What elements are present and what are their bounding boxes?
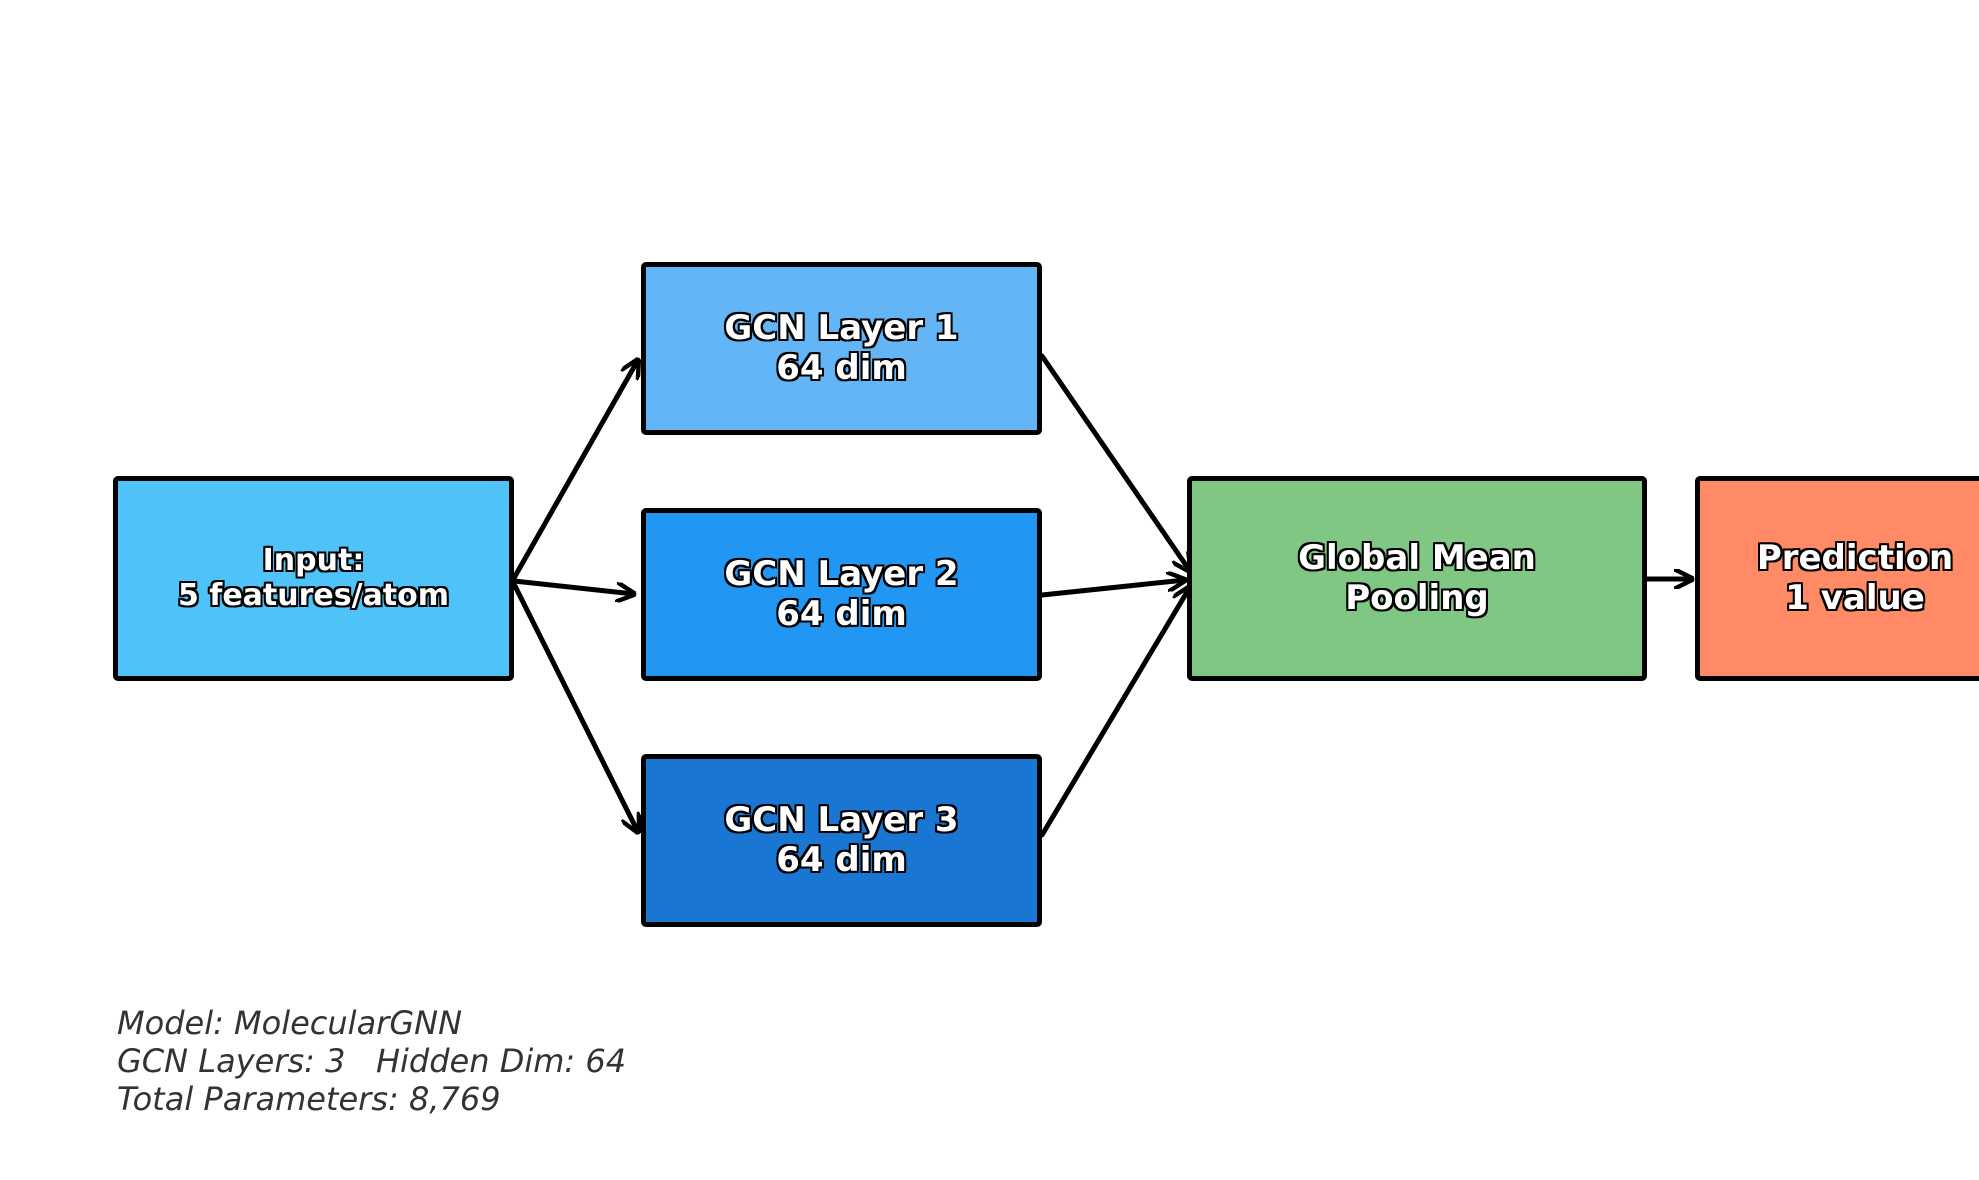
gcn-layer-3-node: GCN Layer 3 64 dim — [641, 754, 1042, 927]
prediction-node: Prediction 1 value — [1695, 476, 1979, 681]
input-node: Input: 5 features/atom — [113, 476, 514, 681]
gcn-layer-1-label: GCN Layer 1 — [724, 308, 959, 349]
edge-input-to-gcn1 — [511, 360, 638, 581]
total-parameters: Total Parameters: 8,769 — [117, 1080, 501, 1118]
model-info-block: Model: MolecularGNN GCN Layers: 3 Hidden… — [117, 1004, 626, 1118]
gcn-layer-3-dim: 64 dim — [776, 839, 907, 880]
edge-gcn1-to-pool — [1039, 353, 1190, 571]
pooling-label: Global Mean — [1298, 538, 1536, 579]
prediction-value: 1 value — [1785, 577, 1925, 618]
gcn-layer-1-node: GCN Layer 1 64 dim — [641, 262, 1042, 435]
layer-config: GCN Layers: 3 Hidden Dim: 64 — [117, 1042, 627, 1080]
edge-input-to-gcn2 — [511, 578, 634, 594]
gcn-layer-1-dim: 64 dim — [776, 347, 907, 388]
gcn-layer-2-dim: 64 dim — [776, 593, 907, 634]
edge-gcn2-to-pool — [1039, 580, 1185, 598]
global-mean-pooling-node: Global Mean Pooling — [1187, 476, 1647, 681]
gcn-layer-2-node: GCN Layer 2 64 dim — [641, 508, 1042, 681]
edge-input-to-gcn3 — [511, 581, 638, 832]
pooling-sublabel: Pooling — [1345, 577, 1489, 618]
input-node-label: Input: — [262, 543, 365, 578]
prediction-label: Prediction — [1756, 538, 1954, 579]
input-node-sublabel: 5 features/atom — [177, 577, 450, 613]
model-name: Model: MolecularGNN — [117, 1004, 462, 1042]
edge-gcn3-to-pool — [1039, 587, 1190, 838]
prediction-text-block: Prediction 1 value — [1713, 539, 1979, 617]
gcn-layer-3-label: GCN Layer 3 — [724, 800, 959, 841]
gcn-layer-2-label: GCN Layer 2 — [724, 554, 959, 595]
